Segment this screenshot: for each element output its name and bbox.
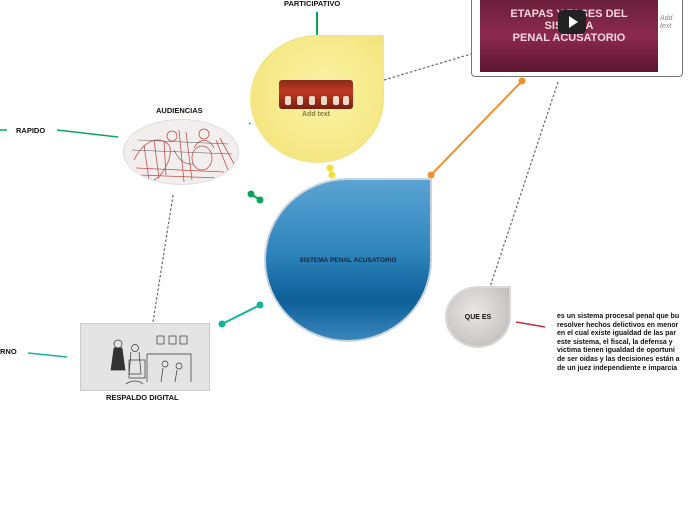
rapido-label[interactable]: RAPIDO [16,126,46,135]
description-line: victima tienen igualdad de oportuni [557,347,675,355]
description-line: de ser oidas y las decisiones están a [557,355,680,363]
connector-respaldo [221,304,261,325]
seat-shape [285,96,291,105]
play-icon [569,16,578,28]
seat-shape [333,96,339,105]
participativo-add-text[interactable]: Add text [302,111,330,118]
description-line: es un sistema procesal penal que bu [557,313,680,320]
connector-rapido [56,129,119,138]
add-text-line: text [660,23,672,30]
connector-quees [515,321,546,328]
play-button[interactable] [558,10,586,34]
description-line: de un juez independiente e imparcia [557,364,678,372]
respaldo-digital-label[interactable]: RESPALDO DIGITAL [106,393,179,402]
main-topic-title: SISTEMA PENAL ACUSATORIO [299,256,397,264]
seat-shape [321,96,327,105]
respaldo-digital-illustration[interactable] [80,323,210,391]
que-es-description[interactable]: es un sistema procesal penal que bu reso… [557,313,696,373]
connector-left-cut [27,352,68,358]
video-thumbnail[interactable]: ETAPAS Y FASES DEL SISTEMA PENAL ACUSATO… [480,0,658,72]
connector-dot [247,190,255,198]
seat-shape [309,96,315,105]
dotted-connector-video [383,53,472,81]
connector-dot [256,196,264,204]
description-line: este sistema, el fiscal, la defensa y [557,338,673,346]
que-es-title: QUE ES [464,313,492,321]
seat-shape [343,96,349,105]
dotted-connector-audiencias [248,121,253,125]
video-add-text[interactable]: Add text [660,15,672,31]
cartoon-sketch-icon [110,335,192,385]
connector-dot [328,171,336,179]
connector-dot [256,301,264,309]
courtroom-sketch-icon [131,128,235,183]
que-es-node[interactable]: QUE ES [445,286,511,348]
add-text-line: Add [660,15,673,22]
connector-dot [427,171,435,179]
connector-dot [326,164,334,172]
dotted-connector-respaldo [152,194,174,323]
main-topic-node[interactable]: SISTEMA PENAL ACUSATORIO [264,178,432,342]
seat-shape [297,96,303,105]
video-card[interactable]: ETAPAS Y FASES DEL SISTEMA PENAL ACUSATO… [471,0,683,77]
left-cut-label[interactable]: RNO [0,347,17,356]
participativo-thumbnail[interactable] [279,80,353,109]
connector-video [430,80,523,176]
dotted-connector-quees [488,81,559,291]
connector-dot [218,320,226,328]
audiencias-label[interactable]: AUDIENCIAS [156,106,203,115]
participativo-label[interactable]: PARTICIPATIVO [284,0,341,8]
video-title-line: PENAL ACUSATORIO [512,32,626,44]
connector-dot [518,77,526,85]
description-line: resolver hechos delictivos en menor [557,321,679,329]
description-line: en el cual existe igualdad de las par [557,330,677,338]
audiencias-illustration[interactable] [123,119,239,185]
